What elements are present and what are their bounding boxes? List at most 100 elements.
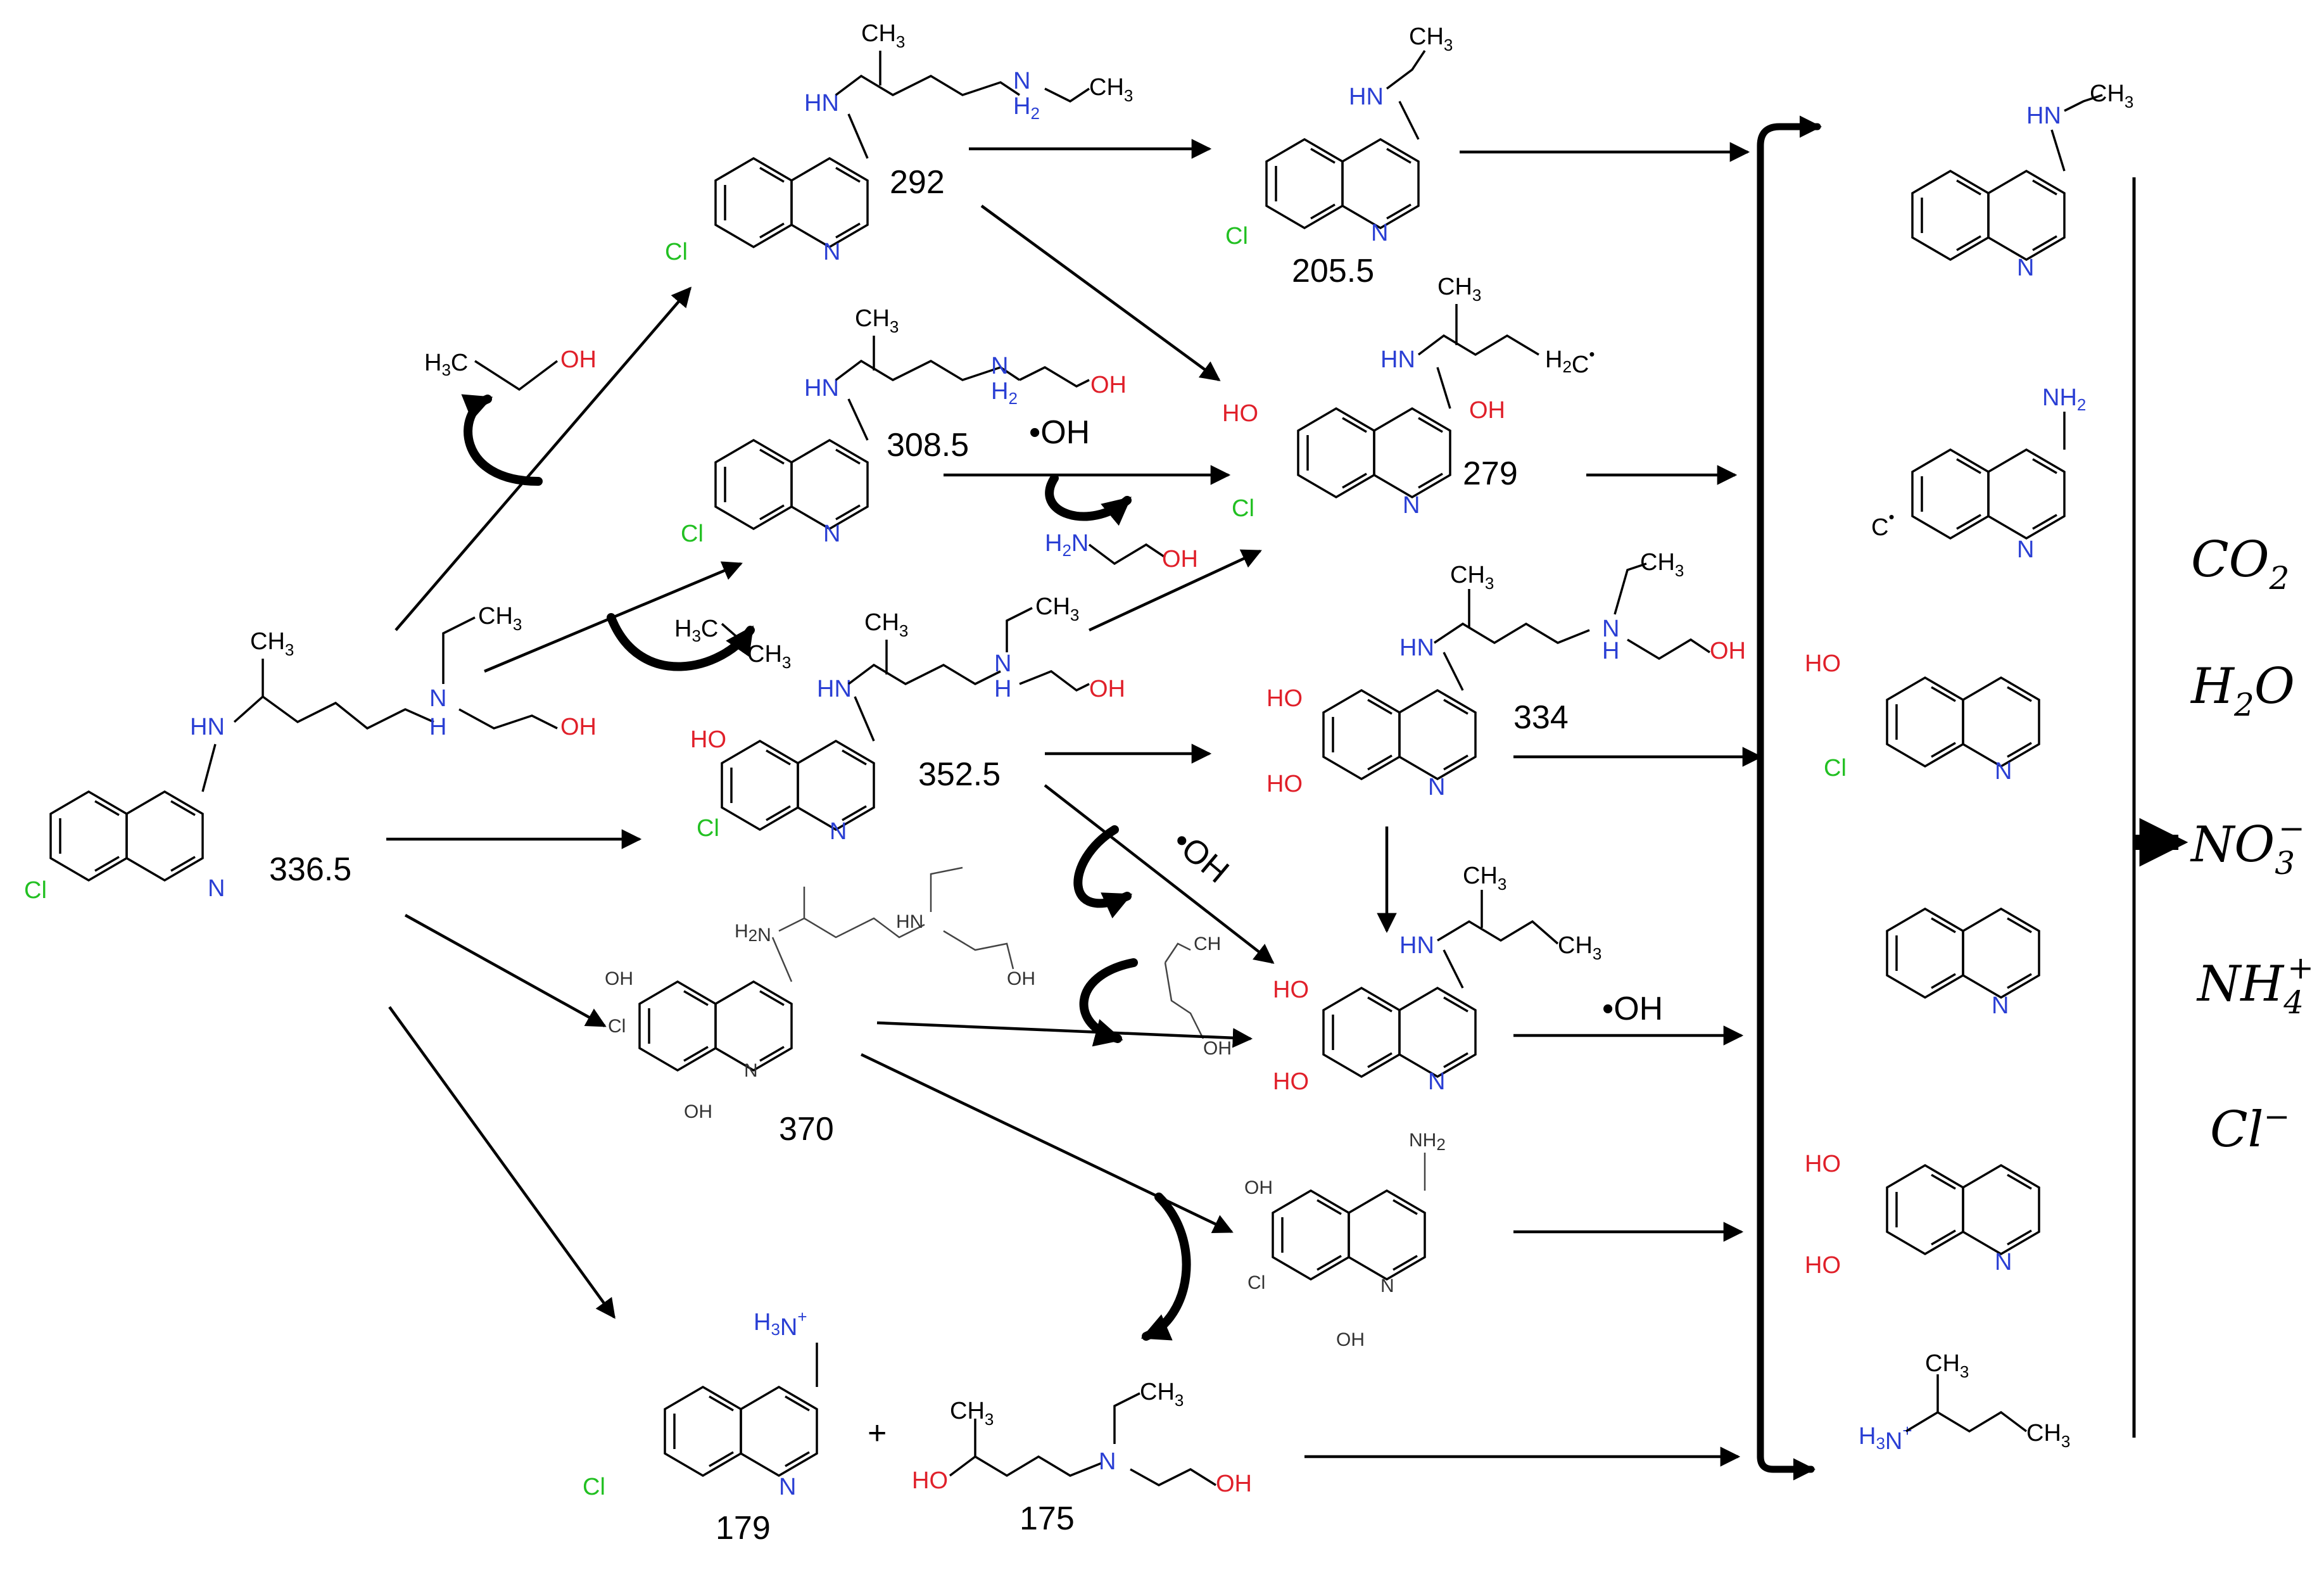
svg-text:H: H <box>429 714 446 740</box>
svg-text:N: N <box>2017 255 2034 281</box>
svg-text:N: N <box>823 239 840 265</box>
mass-label-292: 292 <box>890 164 945 201</box>
svg-text:H3C: H3C <box>424 350 468 379</box>
svg-text:N: N <box>208 875 225 902</box>
compound-dihydroxy-amine-structure: HO HO N HN CH3 CH3 <box>1273 863 1601 1095</box>
svg-text:CH: CH <box>1194 934 1221 954</box>
svg-text:Cl: Cl <box>608 1016 626 1037</box>
svg-text:H3N+: H3N+ <box>1859 1421 1912 1455</box>
svg-text:CH3: CH3 <box>747 641 791 672</box>
svg-text:HO: HO <box>912 1467 948 1494</box>
svg-text:CH3: CH3 <box>864 609 908 640</box>
product-pentan-2-ammonium-structure: H3N+ CH3 CH3 <box>1859 1350 2070 1455</box>
reagent-ethanol: H3C OH <box>424 346 597 391</box>
svg-text:N: N <box>991 353 1008 379</box>
final-products: CO2 H2O NO3− NH4+ Cl− <box>2190 531 2314 1158</box>
svg-text:H2C•: H2C• <box>1545 345 1595 378</box>
compound-352-structure: HO Cl N HN CH3 N H CH3 OH <box>690 593 1125 845</box>
svg-text:Cl: Cl <box>1225 223 1248 250</box>
svg-text:N: N <box>1099 1448 1116 1475</box>
svg-text:N: N <box>1380 1276 1394 1296</box>
svg-text:C•: C• <box>1871 507 1895 541</box>
svg-text:H2N: H2N <box>735 921 771 946</box>
compound-179-structure: Cl N H3N+ <box>583 1307 818 1500</box>
svg-text:HO: HO <box>1805 650 1841 677</box>
compound-279-structure: HO Cl N OH HN CH3 H2C• <box>1222 274 1595 522</box>
svg-text:CH3: CH3 <box>1640 549 1684 580</box>
svg-text:OH: OH <box>1216 1471 1252 1497</box>
svg-text:HN: HN <box>1349 84 1384 110</box>
svg-text:HO: HO <box>1805 1252 1841 1279</box>
product-co2: CO2 <box>2191 531 2289 597</box>
reagent-ethanolamine: H2N OH <box>1045 530 1198 573</box>
mass-label-370: 370 <box>779 1111 834 1148</box>
svg-text:CH3: CH3 <box>1463 863 1506 894</box>
product-cl: Cl− <box>2210 1098 2290 1158</box>
hydroxyl-radical-label-1: •OH <box>1029 414 1090 451</box>
mass-label-175: 175 <box>1020 1500 1075 1537</box>
product-dihydroxyquinoline-structure: HO HO N <box>1805 1151 2040 1279</box>
svg-text:HN: HN <box>190 714 225 740</box>
product-quinoline-structure: N <box>1886 908 2040 1019</box>
svg-text:CH3: CH3 <box>861 20 905 51</box>
svg-text:HO: HO <box>1273 1068 1309 1095</box>
svg-text:HO: HO <box>1273 977 1309 1003</box>
svg-text:H3C: H3C <box>674 616 718 645</box>
svg-text:Cl: Cl <box>1247 1272 1265 1293</box>
compound-175-structure: HO CH3 N CH3 OH <box>912 1379 1252 1497</box>
product-no3: NO3− <box>2190 810 2305 882</box>
mass-label-279: 279 <box>1463 455 1518 492</box>
svg-text:H2: H2 <box>991 378 1018 408</box>
svg-text:HO: HO <box>1266 685 1303 712</box>
plus-sign: + <box>868 1415 887 1452</box>
svg-text:Cl: Cl <box>24 877 47 904</box>
svg-text:Cl: Cl <box>1824 755 1847 782</box>
svg-text:HN: HN <box>804 375 839 402</box>
svg-text:H2N: H2N <box>1045 530 1089 560</box>
svg-text:OH: OH <box>1089 676 1125 702</box>
compound-334-structure: HO HO N HN CH3 N H CH3 OH <box>1266 549 1746 801</box>
svg-text:OH: OH <box>605 968 633 989</box>
svg-text:CH3: CH3 <box>1140 1379 1184 1410</box>
hydroxyl-radical-label-2: •OH <box>1166 823 1236 890</box>
svg-text:N: N <box>744 1060 758 1081</box>
svg-text:OH: OH <box>560 714 597 740</box>
svg-text:N: N <box>1013 68 1030 94</box>
svg-text:N: N <box>1995 758 2012 785</box>
svg-text:N: N <box>429 685 446 712</box>
svg-text:N: N <box>2017 536 2034 563</box>
svg-text:H: H <box>1602 638 1619 664</box>
svg-text:HN: HN <box>1399 635 1434 661</box>
reagent-ethane: H3C CH3 <box>674 616 791 672</box>
compound-336-structure: Cl N HN CH3 N H CH3 OH <box>24 603 597 904</box>
svg-text:HN: HN <box>1399 932 1434 959</box>
svg-text:CH3: CH3 <box>2090 80 2133 111</box>
svg-text:HN: HN <box>817 676 852 702</box>
mass-label-179: 179 <box>716 1510 771 1547</box>
svg-text:Cl: Cl <box>681 521 704 547</box>
product-chloro-hydroxyquinoline-structure: HO Cl N <box>1805 650 2040 785</box>
svg-text:Cl: Cl <box>583 1474 605 1500</box>
svg-text:NH2: NH2 <box>1409 1130 1446 1154</box>
compound-292-structure: Cl N HN CH3 N H2 CH3 <box>665 20 1133 265</box>
svg-text:N: N <box>1403 492 1420 519</box>
product-h2o: H2O <box>2190 658 2295 723</box>
svg-text:N: N <box>1428 1068 1445 1095</box>
compound-205-structure: Cl N HN CH3 <box>1225 23 1453 250</box>
collector-bracket <box>1757 115 1822 1481</box>
product-nh4: NH4+ <box>2196 949 2314 1021</box>
svg-text:HN: HN <box>1380 346 1415 373</box>
svg-text:CH3: CH3 <box>1035 593 1079 624</box>
svg-text:OH: OH <box>1203 1038 1232 1059</box>
svg-text:HN: HN <box>896 911 923 932</box>
compound-370-structure: OH Cl OH N H2N HN OH <box>605 866 1035 1122</box>
svg-text:OH: OH <box>1469 397 1505 424</box>
svg-text:Cl: Cl <box>1232 495 1254 522</box>
curved-arrows <box>461 394 1191 1341</box>
svg-text:N: N <box>1602 616 1619 642</box>
svg-text:OH: OH <box>1007 968 1035 989</box>
svg-text:CH3: CH3 <box>855 305 899 336</box>
svg-text:OH: OH <box>1710 638 1746 664</box>
svg-text:CH3: CH3 <box>1558 932 1601 963</box>
svg-text:OH: OH <box>1162 546 1198 573</box>
